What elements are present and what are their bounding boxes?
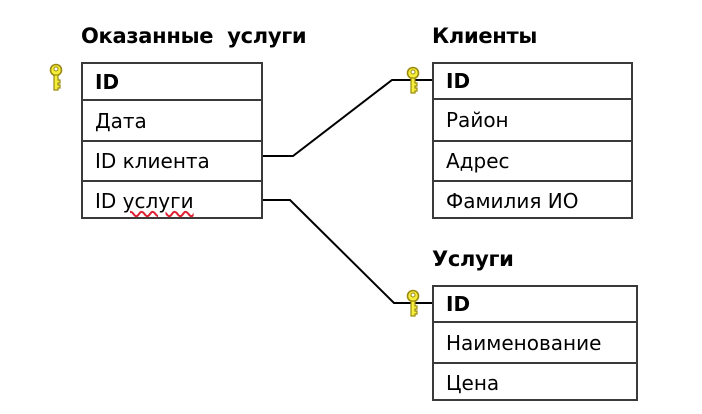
field-row: Цена xyxy=(434,362,636,401)
table-services: ID Наименование Цена xyxy=(432,285,638,401)
field-label: Адрес xyxy=(446,149,510,173)
key-icon xyxy=(49,63,63,91)
table-provided-services: ID Дата ID клиента ID услуги xyxy=(81,62,263,219)
field-row: Дата xyxy=(83,99,261,140)
table-clients: ID Район Адрес Фамилия ИО xyxy=(432,62,633,219)
field-label: Район xyxy=(446,108,509,132)
field-label: Наименование xyxy=(446,330,602,355)
spellcheck-underline: услуги xyxy=(122,188,194,213)
key-icon xyxy=(406,289,420,317)
field-row: Фамилия ИО xyxy=(434,180,631,219)
relation-line-service xyxy=(262,199,432,304)
field-row: Район xyxy=(434,98,631,140)
field-label: Цена xyxy=(446,370,500,395)
field-row: ID xyxy=(434,287,636,321)
field-label: Дата xyxy=(95,108,147,133)
field-row: ID клиента xyxy=(83,140,261,180)
field-row: ID услуги xyxy=(83,180,261,219)
table-title-clients: Клиенты xyxy=(432,24,538,48)
field-row: Наименование xyxy=(434,321,636,362)
field-row: Адрес xyxy=(434,140,631,180)
table-title-services: Услуги xyxy=(432,247,514,271)
key-icon xyxy=(406,66,420,94)
field-label: ID xyxy=(446,292,471,316)
field-row: ID xyxy=(434,64,631,98)
field-label: ID xyxy=(95,69,120,94)
field-row: ID xyxy=(83,64,261,99)
table-title-provided-services: Оказанные услуги xyxy=(81,24,307,48)
field-label: ID услуги xyxy=(95,188,194,213)
field-label: Фамилия ИО xyxy=(446,188,579,213)
field-label: ID xyxy=(446,69,471,93)
field-label: ID клиента xyxy=(95,149,210,173)
